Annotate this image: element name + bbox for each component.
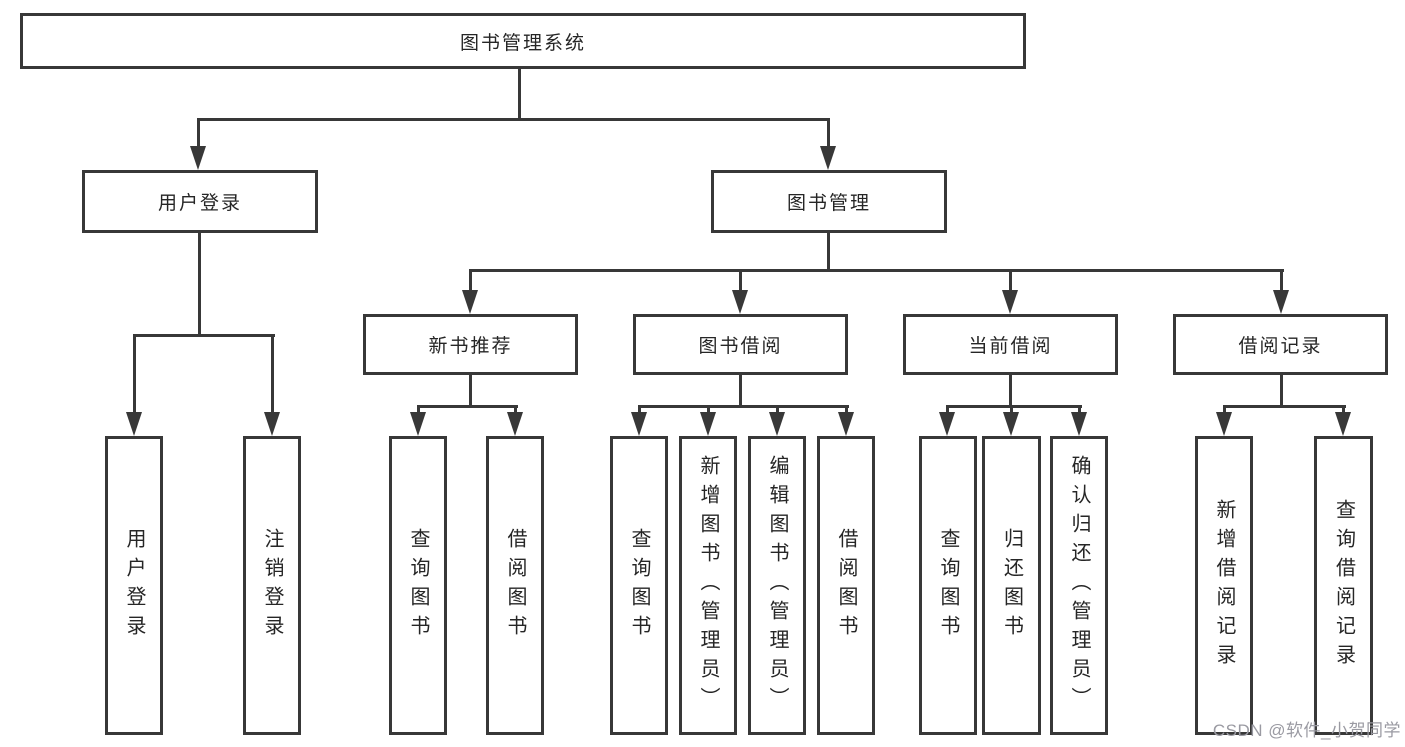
arrow-down-icon	[820, 146, 836, 170]
connector-line	[1010, 405, 1013, 417]
node-new-book-recommend: 新书推荐	[363, 314, 578, 375]
arrow-down-icon	[410, 412, 426, 436]
connector-line	[198, 233, 201, 337]
leaf-query-book-current: 查询图书	[919, 436, 977, 735]
connector-line	[1078, 405, 1081, 417]
leaf-add-book-admin: 新增图书（管理员）	[679, 436, 737, 735]
connector-line	[776, 405, 779, 417]
connector-line	[739, 375, 742, 408]
leaf-borrow-book-borrowing: 借阅图书	[817, 436, 875, 735]
arrow-down-icon	[126, 412, 142, 436]
arrow-down-icon	[1071, 412, 1087, 436]
connector-line	[1280, 269, 1283, 295]
arrow-down-icon	[732, 290, 748, 314]
arrow-down-icon	[631, 412, 647, 436]
leaf-logout-label: 注销登录	[261, 527, 283, 644]
connector-line	[946, 405, 949, 417]
connector-line	[133, 334, 275, 337]
connector-line	[197, 118, 200, 152]
node-user-login: 用户登录	[82, 170, 318, 233]
arrow-down-icon	[1003, 412, 1019, 436]
leaf-query-borrow-record: 查询借阅记录	[1314, 436, 1373, 735]
connector-line	[1223, 405, 1226, 417]
leaf-confirm-return-admin-label: 确认归还（管理员）	[1068, 455, 1090, 716]
leaf-edit-book-admin: 编辑图书（管理员）	[748, 436, 806, 735]
leaf-user-login: 用户登录	[105, 436, 163, 735]
arrow-down-icon	[1335, 412, 1351, 436]
node-current-borrowing-label: 当前借阅	[968, 336, 1053, 357]
connector-line	[638, 405, 641, 417]
leaf-query-book-current-label: 查询图书	[937, 527, 959, 644]
node-borrowing-records-label: 借阅记录	[1238, 336, 1323, 357]
leaf-logout: 注销登录	[243, 436, 301, 735]
arrow-down-icon	[769, 412, 785, 436]
connector-line	[271, 334, 274, 418]
leaf-query-book-borrowing-label: 查询图书	[628, 527, 650, 644]
node-new-book-recommend-label: 新书推荐	[428, 336, 513, 357]
arrow-down-icon	[264, 412, 280, 436]
arrow-down-icon	[939, 412, 955, 436]
connector-line	[469, 375, 472, 408]
leaf-query-borrow-record-label: 查询借阅记录	[1332, 498, 1355, 673]
arrow-down-icon	[462, 290, 478, 314]
arrow-down-icon	[1002, 290, 1018, 314]
leaf-user-login-label: 用户登录	[123, 527, 145, 644]
connector-line	[518, 68, 521, 120]
connector-line	[1009, 269, 1012, 295]
leaf-edit-book-admin-label: 编辑图书（管理员）	[766, 455, 788, 716]
connector-line	[197, 118, 830, 121]
node-book-management: 图书管理	[711, 170, 947, 233]
connector-line	[1223, 405, 1346, 408]
connector-line	[1280, 375, 1283, 408]
connector-line	[514, 405, 517, 417]
leaf-query-book-recommend: 查询图书	[389, 436, 447, 735]
leaf-return-book-label: 归还图书	[1000, 527, 1023, 644]
node-book-borrowing: 图书借阅	[633, 314, 848, 375]
connector-line	[638, 405, 849, 408]
connector-line	[707, 405, 710, 417]
leaf-borrow-book-recommend: 借阅图书	[486, 436, 544, 735]
arrow-down-icon	[507, 412, 523, 436]
connector-line	[133, 334, 136, 418]
leaf-borrow-book-recommend-label: 借阅图书	[504, 527, 526, 644]
connector-line	[469, 269, 472, 295]
arrow-down-icon	[1273, 290, 1289, 314]
connector-line	[827, 233, 830, 271]
connector-line	[469, 269, 1284, 272]
leaf-add-borrow-record: 新增借阅记录	[1195, 436, 1253, 735]
arrow-down-icon	[190, 146, 206, 170]
node-root-label: 图书管理系统	[459, 32, 586, 54]
arrow-down-icon	[700, 412, 716, 436]
arrow-down-icon	[838, 412, 854, 436]
connector-line	[1009, 375, 1012, 408]
connector-line	[1342, 405, 1345, 417]
node-root: 图书管理系统	[20, 13, 1026, 69]
connector-line	[417, 405, 518, 408]
leaf-query-book-borrowing: 查询图书	[610, 436, 668, 735]
connector-line	[827, 118, 830, 152]
node-user-login-label: 用户登录	[157, 193, 242, 214]
node-book-management-label: 图书管理	[786, 193, 871, 214]
leaf-borrow-book-borrowing-label: 借阅图书	[835, 527, 857, 644]
connector-line	[946, 405, 1082, 408]
leaf-return-book: 归还图书	[982, 436, 1041, 735]
leaf-query-book-recommend-label: 查询图书	[407, 527, 429, 644]
leaf-add-book-admin-label: 新增图书（管理员）	[697, 455, 719, 716]
node-current-borrowing: 当前借阅	[903, 314, 1118, 375]
arrow-down-icon	[1216, 412, 1232, 436]
leaf-confirm-return-admin: 确认归还（管理员）	[1050, 436, 1108, 735]
watermark: CSDN @软件_小贺同学	[1212, 721, 1401, 740]
leaf-add-borrow-record-label: 新增借阅记录	[1213, 498, 1235, 673]
node-book-borrowing-label: 图书借阅	[698, 336, 783, 357]
connector-line	[417, 405, 420, 417]
node-borrowing-records: 借阅记录	[1173, 314, 1388, 375]
connector-line	[845, 405, 848, 417]
connector-line	[739, 269, 742, 295]
